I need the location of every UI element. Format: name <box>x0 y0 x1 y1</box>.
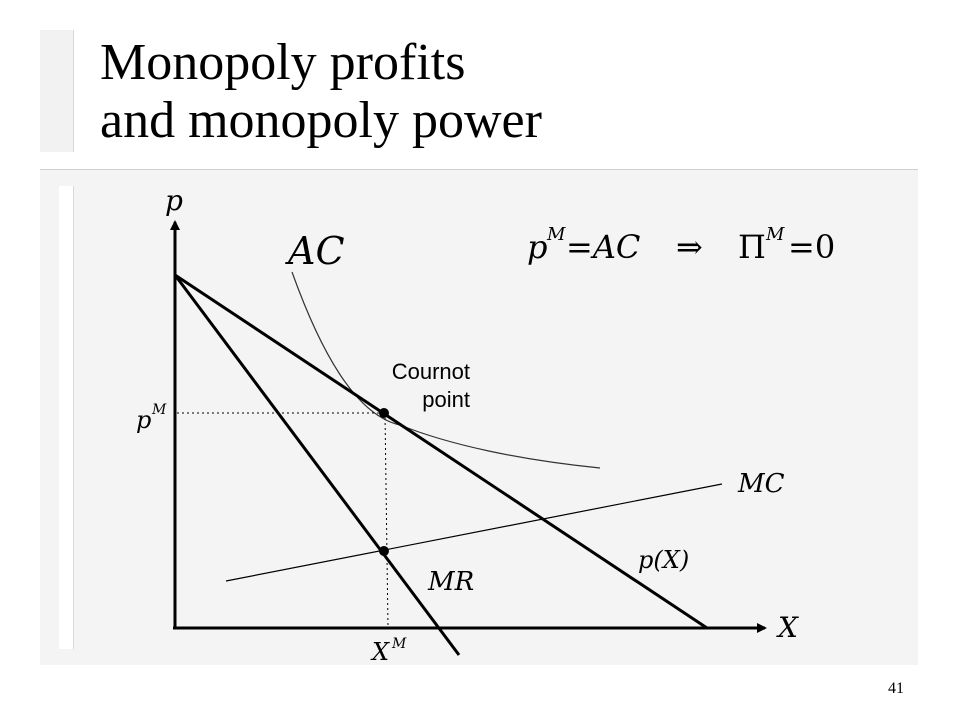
svg-text:p: p <box>527 228 547 266</box>
svg-text:M: M <box>151 402 167 418</box>
svg-text:M: M <box>391 636 407 652</box>
content-panel <box>40 169 918 665</box>
zero-profit-equation: p M =AC ⇒ Π M =0 <box>527 224 835 266</box>
quantity-label: X M <box>370 636 407 666</box>
x-axis-label: X <box>776 611 799 644</box>
svg-text:point: point <box>422 387 470 412</box>
svg-text:X: X <box>370 638 390 666</box>
mr-line <box>173 274 461 656</box>
mr-mc-intersection-marker <box>379 546 389 556</box>
mc-line <box>225 483 723 582</box>
page-number: 41 <box>888 680 904 697</box>
content-accent-bar <box>59 186 74 649</box>
title-accent-bar <box>40 30 74 152</box>
demand-label: p(X) <box>638 546 689 574</box>
svg-text:=0: =0 <box>788 228 835 266</box>
svg-text:M: M <box>765 224 785 245</box>
mr-label: MR <box>427 567 474 597</box>
quantity-guide-line <box>384 412 389 629</box>
slide-title-line-1: Monopoly profits <box>100 34 466 91</box>
svg-text:M: M <box>546 224 566 245</box>
price-label: p M <box>136 402 167 434</box>
demand-line <box>174 273 708 630</box>
ac-label: AC <box>285 229 345 273</box>
svg-text:⇒: ⇒ <box>676 228 703 266</box>
svg-text:Cournot: Cournot <box>392 359 470 384</box>
svg-text:p: p <box>136 406 151 434</box>
cournot-point-label: Cournot point <box>392 359 470 412</box>
svg-text:=AC: =AC <box>566 228 640 266</box>
svg-text:Π: Π <box>738 228 766 266</box>
slide-title-line-2: and monopoly power <box>100 92 542 149</box>
cournot-point-marker <box>379 408 389 418</box>
slide-title: Monopoly profits and monopoly power <box>100 34 542 150</box>
mc-label: MC <box>737 469 785 499</box>
y-axis-label: p <box>165 184 183 217</box>
